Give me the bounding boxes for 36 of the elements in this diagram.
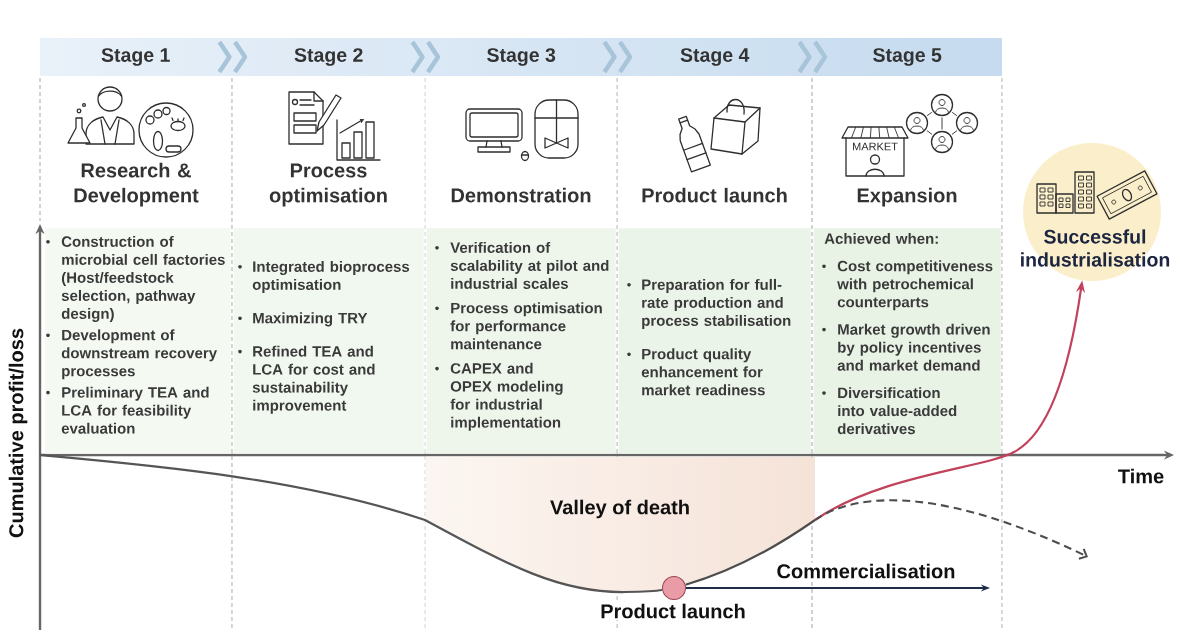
chevron-arrow	[410, 39, 441, 75]
bullet-text: Construction of microbial cell factories (Host/feedstock selection, pathway design)	[61, 235, 225, 322]
chevron-arrow	[217, 39, 248, 75]
stage-title: Research & Development	[74, 162, 199, 207]
bullet-text: Maximizing TRY	[253, 312, 368, 327]
stage-title: Demonstration	[451, 187, 591, 203]
stage-label: Stage 1	[101, 48, 170, 66]
axis-title: Cumulative profit/loss	[8, 328, 28, 538]
intro-text: Achieved when:	[824, 232, 938, 244]
bullet-text: Verification of scalability at pilot and industrial scales	[450, 241, 609, 289]
dashed-arrow	[814, 499, 1088, 560]
bullet-text: Diversification into value-added derivatives	[837, 387, 957, 435]
chevron-arrow	[602, 39, 633, 75]
stage-title: Product launch	[642, 187, 787, 203]
edge-label: Commercialisation	[775, 562, 957, 580]
axis-title: Time	[1118, 468, 1164, 484]
dot-label: Product launch	[598, 602, 748, 620]
stage-label: Stage 3	[487, 48, 556, 66]
bullet-text: Development of downstream recovery processes	[61, 329, 217, 380]
chevron-arrow	[797, 39, 828, 75]
goal-text: Successful industrialisation	[1021, 229, 1170, 267]
stage-label: Stage 5	[873, 48, 942, 66]
sign-text: MARKET	[853, 142, 898, 151]
bullet-text: Refined TEA and LCA for cost and sustainability improvement	[252, 345, 375, 414]
stage-label: Stage 4	[680, 48, 750, 66]
stage-title: Process optimisation	[269, 163, 387, 207]
stage-title: Expansion	[857, 187, 957, 207]
bullet-text: Cost competitiveness with petrochemical counterparts	[837, 260, 993, 311]
bullet-text: CAPEX and OPEX modeling for industrial implementation	[450, 362, 563, 431]
stage-label: Stage 2	[294, 48, 363, 66]
bullet-text: Integrated bioprocess optimisation	[252, 260, 410, 293]
bullet-text: Preliminary TEA and LCA for feasibility evaluation	[61, 386, 209, 434]
bullet-text: Product quality enhancement for market readiness	[641, 348, 765, 396]
bullet-text: Process optimisation for performance maintenance	[450, 302, 602, 350]
bullet-text: Preparation for full-rate production and process stabilisation	[642, 278, 791, 329]
bullet-text: Market growth driven by policy incentives and market demand	[837, 323, 990, 371]
